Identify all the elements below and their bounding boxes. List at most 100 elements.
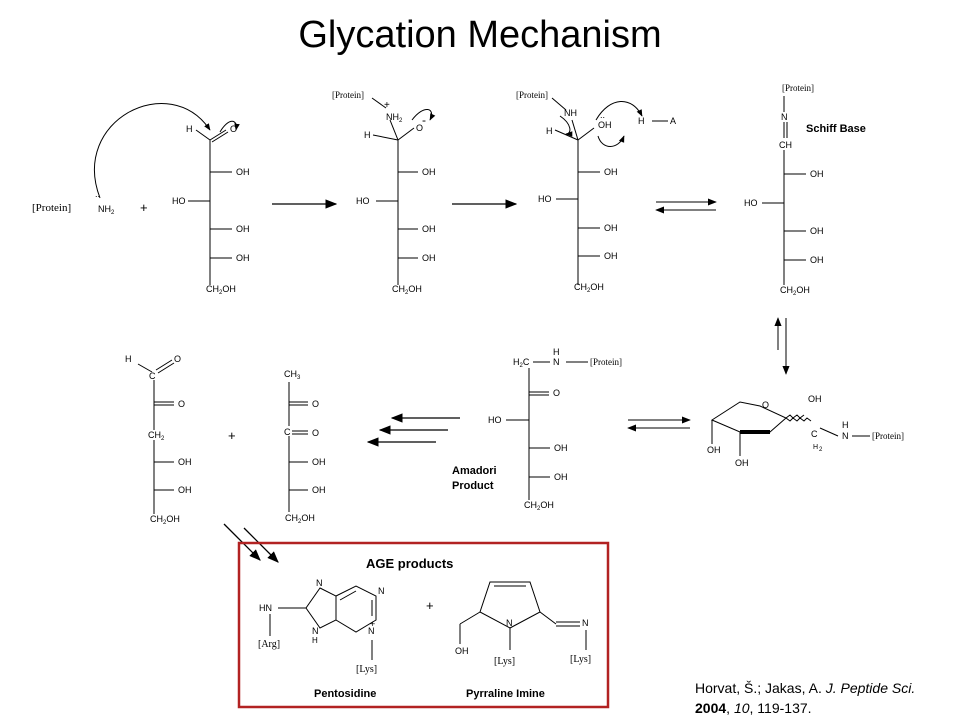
- svg-text:OH: OH: [312, 457, 326, 467]
- structure-1-labels: [Protein] .. NH2 + H O OH HO OH OH CH2OH: [32, 124, 250, 296]
- svg-text:A: A: [670, 116, 676, 126]
- svg-text:OH: OH: [178, 485, 192, 495]
- svg-text:..: ..: [600, 110, 605, 120]
- pyrraline-structure: [459, 581, 587, 650]
- svg-text:NH: NH: [564, 108, 577, 118]
- svg-text:CH2OH: CH2OH: [150, 514, 180, 526]
- svg-text:[Lys]: [Lys]: [494, 656, 515, 667]
- pyrraline-label: Pyrraline Imine: [466, 688, 545, 700]
- svg-text:N: N: [553, 357, 560, 367]
- svg-text:[Lys]: [Lys]: [570, 654, 591, 665]
- svg-text:H: H: [364, 130, 371, 140]
- svg-text:HO: HO: [538, 194, 552, 204]
- svg-text:O: O: [312, 399, 319, 409]
- svg-text:-: -: [422, 113, 426, 127]
- svg-text:N: N: [368, 626, 375, 636]
- svg-text:HO: HO: [356, 196, 370, 206]
- svg-text:OH: OH: [236, 253, 250, 263]
- dicarbonyl-2-labels: CH3 O C O OH OH CH2OH: [284, 369, 326, 525]
- svg-text:HO: HO: [744, 198, 758, 208]
- cyclic-labels: O OH OH OH C H 2 H N [Protein]: [707, 394, 904, 468]
- svg-text:C: C: [149, 371, 156, 381]
- schiff-base-labels: [Protein] N CH Schiff Base OH HO OH OH C…: [744, 83, 866, 297]
- svg-text:OH: OH: [554, 443, 568, 453]
- citation-year: 2004: [695, 700, 727, 716]
- dicarbonyl-methylglyoxal-type: [288, 382, 308, 512]
- nh2-label: NH2: [98, 204, 115, 216]
- svg-text:CH3: CH3: [284, 369, 301, 381]
- age-products-title: AGE products: [366, 556, 453, 571]
- svg-text:HO: HO: [172, 196, 186, 206]
- svg-text:OH: OH: [422, 224, 436, 234]
- page-title: Glycation Mechanism: [298, 14, 662, 56]
- svg-text:CH2OH: CH2OH: [574, 282, 604, 294]
- svg-text:[Protein]: [Protein]: [590, 357, 622, 367]
- carbinolamine: [551, 97, 668, 285]
- svg-text:[Protein]: [Protein]: [872, 431, 904, 441]
- svg-text:O: O: [312, 428, 319, 438]
- svg-text:OH: OH: [810, 255, 824, 265]
- pentosidine-label: Pentosidine: [314, 688, 376, 700]
- svg-text:2: 2: [819, 447, 823, 453]
- structure-3-labels: [Protein] NH H OH .. H A OH HO OH OH CH2…: [516, 90, 676, 294]
- svg-text:H2C: H2C: [513, 357, 530, 369]
- svg-text:CH: CH: [779, 140, 792, 150]
- svg-text:N: N: [781, 112, 788, 122]
- svg-text:OH: OH: [554, 472, 568, 482]
- svg-text:H: H: [186, 124, 193, 134]
- structure-2-labels: [Protein] + NH2 H O - OH HO OH OH CH2OH: [332, 90, 436, 296]
- svg-text:CH2OH: CH2OH: [524, 500, 554, 512]
- svg-text:HO: HO: [488, 415, 502, 425]
- svg-text:N: N: [506, 618, 513, 628]
- svg-text:+: +: [426, 598, 434, 613]
- age-arrow-2: [243, 527, 279, 563]
- schiff-base-label: Schiff Base: [806, 123, 866, 135]
- svg-text:OH: OH: [455, 646, 469, 656]
- svg-text:O: O: [174, 354, 181, 364]
- svg-text:N: N: [316, 578, 323, 588]
- citation-authors: Horvat, Š.; Jakas, A.: [695, 680, 822, 696]
- svg-text:O: O: [416, 123, 423, 133]
- svg-text:CH2: CH2: [148, 430, 165, 442]
- svg-text:CH2OH: CH2OH: [206, 284, 236, 296]
- svg-text:HN: HN: [259, 603, 272, 613]
- svg-text:OH: OH: [707, 445, 721, 455]
- svg-text:H: H: [125, 354, 132, 364]
- svg-text:H: H: [312, 636, 318, 645]
- svg-text:C: C: [284, 427, 291, 437]
- svg-text:H: H: [546, 126, 553, 136]
- svg-text:CH2OH: CH2OH: [285, 513, 315, 525]
- svg-text:+: +: [228, 428, 236, 443]
- svg-text:+: +: [370, 619, 375, 629]
- citation-volume: 10: [733, 700, 750, 716]
- svg-text:O: O: [178, 399, 185, 409]
- svg-text:OH: OH: [735, 458, 749, 468]
- imine-arrow: [559, 115, 573, 137]
- svg-text:NH2: NH2: [386, 112, 403, 124]
- tetrahedral-intermediate: [371, 97, 418, 285]
- amadori-label-2: Product: [452, 480, 494, 492]
- svg-text:O: O: [230, 124, 237, 134]
- plus-sign: +: [140, 200, 148, 215]
- cyclic-glycosylamine: [710, 401, 870, 456]
- svg-text:OH: OH: [178, 457, 192, 467]
- dicarbonyl-1-labels: H O C O CH2 OH OH CH2OH +: [125, 354, 236, 526]
- svg-text:H: H: [842, 420, 849, 430]
- svg-text:OH: OH: [422, 167, 436, 177]
- schiff-base: [762, 96, 806, 285]
- svg-text:+: +: [384, 100, 390, 111]
- svg-text:H: H: [638, 116, 645, 126]
- svg-text:O: O: [553, 388, 560, 398]
- citation: Horvat, Š.; Jakas, A. J. Peptide Sci. 20…: [695, 680, 916, 716]
- svg-text:OH: OH: [598, 120, 612, 130]
- svg-text:H: H: [553, 347, 560, 357]
- citation-journal: J. Peptide Sci.: [825, 680, 916, 696]
- svg-text:N: N: [378, 586, 385, 596]
- svg-text:OH: OH: [236, 167, 250, 177]
- svg-text:N: N: [582, 618, 589, 628]
- svg-text:OH: OH: [604, 223, 618, 233]
- svg-text:N: N: [312, 626, 319, 636]
- pentosidine-structure: [269, 585, 377, 660]
- protein-label: [Protein]: [32, 202, 71, 214]
